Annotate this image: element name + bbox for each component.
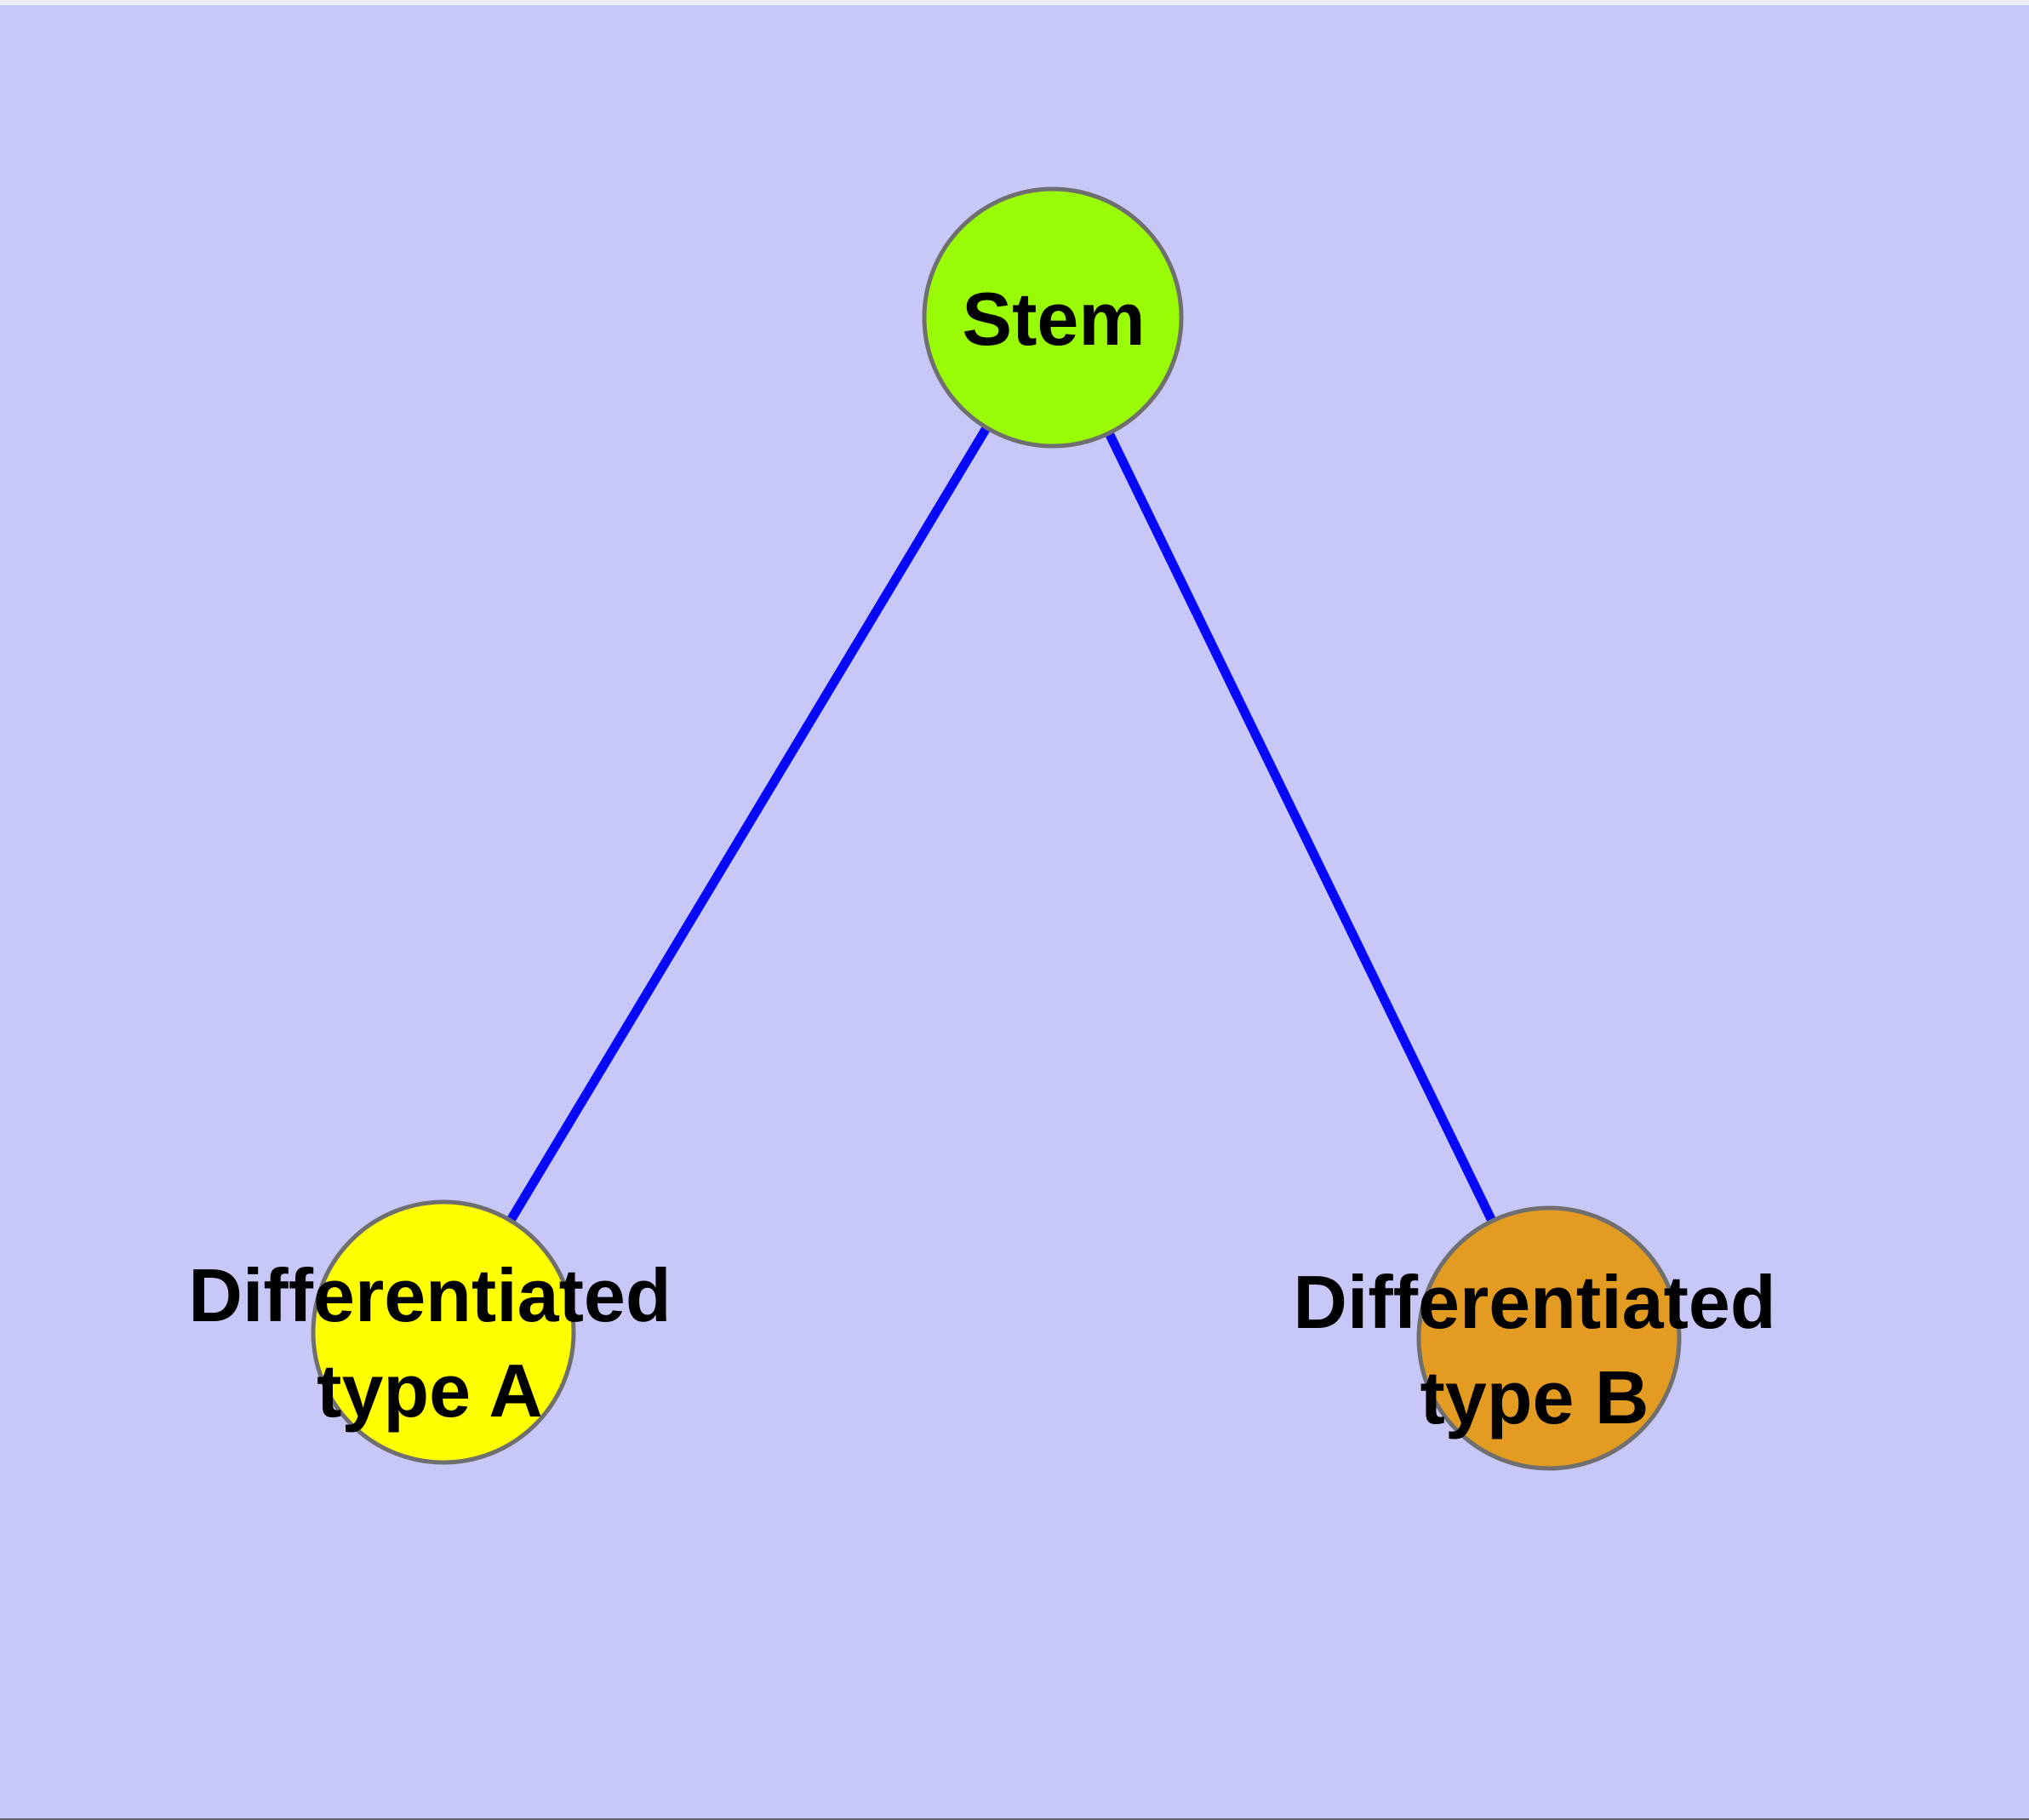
edge-stem-to-type-b bbox=[1049, 315, 1553, 1341]
node-type-b-circle[interactable] bbox=[1416, 1205, 1682, 1471]
window-top-edge bbox=[0, 0, 2029, 5]
node-type-a-circle[interactable] bbox=[311, 1199, 576, 1465]
node-stem-circle[interactable] bbox=[922, 186, 1184, 449]
edge-stem-to-type-a bbox=[439, 315, 1057, 1335]
